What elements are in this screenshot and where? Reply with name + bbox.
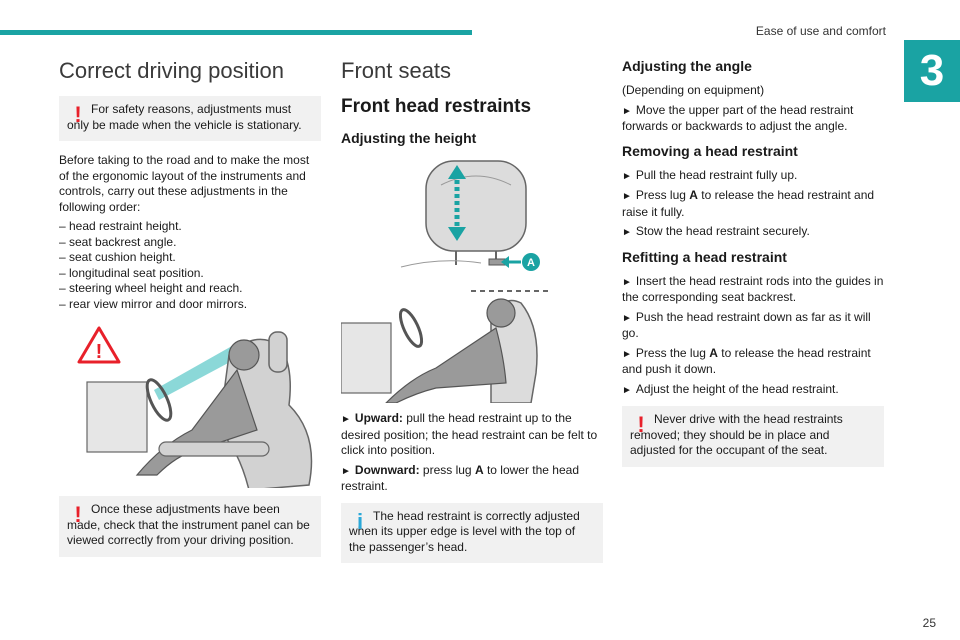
svg-text:!: !	[96, 341, 103, 363]
step-text: Stow the head restraint securely.	[635, 224, 810, 238]
head-restraint-illustration: A	[400, 160, 540, 271]
list-item: – longitudinal seat position.	[59, 265, 204, 280]
step-item: ►Press lug A to release the head restrai…	[622, 188, 884, 220]
subsection-heading: Adjusting the height	[341, 130, 477, 146]
step-text: pull the head restraint up to the desire…	[341, 411, 598, 457]
bullet-marker: ►	[622, 191, 632, 202]
bullet-marker: ►	[622, 170, 632, 182]
lug-reference: A	[689, 188, 698, 202]
bullet-marker: ►	[341, 414, 351, 425]
column-head-restraint-ops: Adjusting the angle (Depending on equipm…	[622, 52, 884, 479]
chapter-title: Ease of use and comfort	[755, 24, 886, 38]
lug-a-label: A	[527, 257, 535, 269]
note-text: when its upper edge is level with the to…	[349, 524, 576, 554]
step-text: to lower the head restraint.	[341, 462, 580, 494]
seat-position-illustration	[341, 290, 551, 403]
warning-note: ! For safety reasons, adjustments must o…	[59, 96, 321, 141]
bullet-marker: ►	[622, 384, 632, 396]
subsection-heading: Adjusting the angle	[622, 58, 752, 74]
note-text: removed; they should be in place and adj…	[630, 427, 830, 458]
warning-icon: !	[637, 412, 645, 437]
section-heading: Front head restraints	[341, 96, 532, 117]
note-line: The head restraint is correctly adjusted	[373, 508, 580, 523]
step-item: ►Move the upper part of the head restrai…	[622, 103, 884, 135]
list-item: – steering wheel height and reach.	[59, 281, 243, 295]
intro-paragraph: Before taking to the road and to make th…	[59, 153, 310, 214]
step-item: ►Insert the head restraint rods into the…	[622, 274, 884, 306]
section-title: Correct driving position	[59, 58, 284, 83]
chapter-number-tab: 3	[904, 40, 960, 102]
bullet-marker: ►	[341, 465, 351, 477]
column-front-seats: Front seats Front head restraints Adjust…	[341, 52, 603, 575]
list-item: – seat cushion height.	[59, 250, 176, 264]
step-text: Move the upper part of the head restrain…	[622, 102, 854, 134]
step-text: Press the lug	[635, 345, 710, 360]
note-line: Once these adjustments have been	[91, 502, 280, 516]
page-number: 25	[922, 616, 936, 630]
note-text: only be made when the vehicle is station…	[67, 117, 302, 132]
warning-note: ! Never drive with the head restraints r…	[622, 406, 884, 467]
warning-icon: !	[74, 502, 82, 527]
list-item: – seat backrest angle.	[59, 234, 177, 249]
adjustment-list: – head restraint height. – seat backrest…	[59, 219, 321, 312]
step-text: Adjust the height of the head restraint.	[635, 381, 839, 396]
step-item: ►Press the lug A to release the head res…	[622, 346, 884, 378]
step-text: to release the head restraint and push i…	[622, 345, 871, 377]
step-text: Pull the head restraint fully up.	[635, 167, 798, 182]
step-item: ►Push the head restraint down as far as …	[622, 310, 884, 342]
step-downward: ►Downward: press lug A to lower the head…	[341, 463, 603, 495]
step-text: press lug	[419, 462, 475, 477]
step-text: Press lug	[635, 188, 690, 202]
bullet-marker: ►	[622, 312, 632, 324]
step-label: Upward:	[354, 411, 403, 425]
driving-position-illustration: !	[77, 326, 313, 488]
step-item: ►Pull the head restraint fully up.	[622, 168, 884, 185]
step-text: Push the head restraint down as far as i…	[622, 309, 871, 341]
list-item: – head restraint height.	[59, 219, 182, 233]
step-item: ►Adjust the height of the head restraint…	[622, 382, 884, 399]
info-icon: i	[356, 508, 364, 534]
column-driving-position: Correct driving position ! For safety re…	[59, 52, 321, 569]
subsection-heading: Removing a head restraint	[622, 142, 798, 159]
note-line: Never drive with the head restraints	[654, 412, 843, 426]
step-text: Insert the head restraint rods into the …	[622, 273, 884, 305]
header-accent-bar	[0, 30, 472, 35]
step-label: Downward:	[354, 462, 420, 477]
equipment-note: (Depending on equipment)	[622, 83, 765, 97]
note-line: For safety reasons, adjustments must	[91, 102, 292, 116]
step-upward: ►Upward: pull the head restraint up to t…	[341, 411, 603, 459]
note-text: made, check that the instrument panel ca…	[67, 517, 310, 548]
step-text: to release the head restraint and raise …	[622, 188, 875, 219]
warning-icon: !	[74, 102, 82, 127]
warning-note: ! Once these adjustments have been made,…	[59, 496, 321, 557]
section-title: Front seats	[341, 58, 452, 83]
step-item: ►Stow the head restraint securely.	[622, 224, 884, 241]
lug-reference: A	[709, 345, 718, 360]
info-note: i The head restraint is correctly adjust…	[341, 502, 603, 563]
list-item: – rear view mirror and door mirrors.	[59, 296, 248, 311]
bullet-marker: ►	[622, 227, 632, 238]
bullet-marker: ►	[622, 105, 632, 117]
bullet-marker: ►	[622, 348, 632, 360]
lug-reference: A	[474, 462, 484, 477]
subsection-heading: Refitting a head restraint	[622, 248, 787, 265]
bullet-marker: ►	[622, 276, 632, 288]
